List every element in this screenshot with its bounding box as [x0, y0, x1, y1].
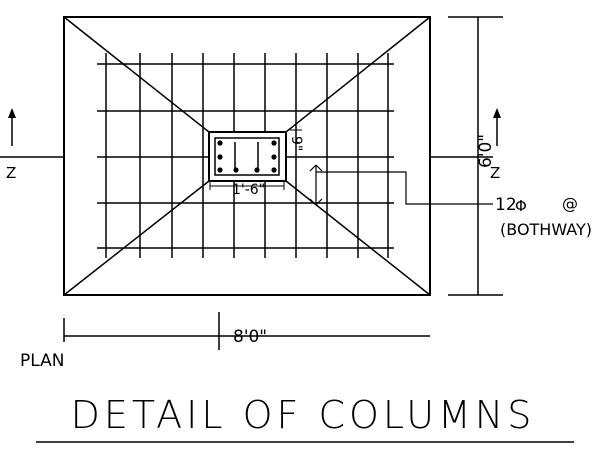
footing-slope-lines: [63, 16, 431, 296]
plan-label: PLAN: [20, 351, 64, 371]
width-dimension: [63, 312, 430, 350]
height-label: 6'0": [476, 134, 496, 168]
section-label-left: Z: [6, 164, 16, 182]
section-arrow-right-icon: [493, 108, 501, 118]
column-depth-label: 9": [288, 136, 304, 151]
height-dimension: [448, 16, 503, 296]
rebar-symbol: Φ: [515, 197, 527, 215]
bar-spacing-leader: [309, 164, 493, 206]
rebar-grid: [97, 53, 394, 258]
width-label: 8'0": [233, 327, 267, 347]
column-width-dimension: [209, 182, 285, 190]
column-section: [214, 137, 280, 176]
footing-outline: [63, 16, 431, 296]
column-depth-dimension: [290, 129, 302, 182]
column-bars: [217, 140, 277, 173]
rebar-count: 12: [495, 195, 517, 215]
rebar-spacing-at: @: [562, 194, 578, 213]
drawing-title: DETAIL OF COLUMNS: [71, 393, 536, 437]
rebar-bothway-note: (BOTHWAY): [500, 220, 592, 239]
section-arrow-left-icon: [8, 108, 16, 118]
column-width-label: 1'-6": [232, 182, 265, 198]
section-mark-left: [0, 112, 64, 158]
section-label-right: Z: [490, 164, 500, 182]
